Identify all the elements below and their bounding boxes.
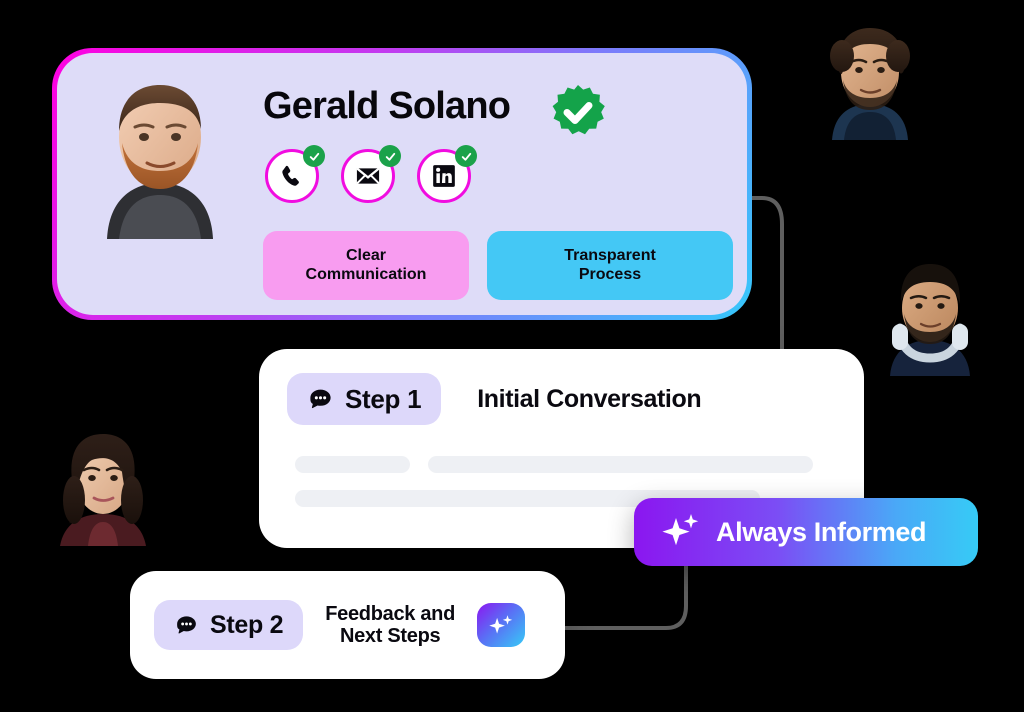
step1-badge[interactable]: Step 1 xyxy=(287,373,442,425)
chat-bubble-icon xyxy=(177,615,196,633)
step2-badge-label: Step 2 xyxy=(210,610,284,639)
step1-title: Initial Conversation xyxy=(477,384,702,413)
verified-check-icon xyxy=(379,145,401,167)
step2-sparkle-button[interactable] xyxy=(477,603,526,647)
step1-badge-label: Step 1 xyxy=(345,383,422,414)
avatar-left xyxy=(60,434,146,546)
profile-tags-group: Clear Communication Transparent Process xyxy=(263,231,733,300)
step2-card: Step 2 Feedback and Next Steps xyxy=(130,571,565,679)
sparkle-icon xyxy=(489,615,513,634)
step1-card: Step 1 Initial Conversation xyxy=(259,349,864,548)
skeleton-bar xyxy=(428,456,813,473)
tag-transparent-process[interactable]: Transparent Process xyxy=(487,231,733,300)
contact-email[interactable] xyxy=(341,145,401,203)
profile-card-inner: Gerald Solano xyxy=(57,53,747,315)
skeleton-row xyxy=(295,456,813,473)
profile-card: Gerald Solano xyxy=(52,48,752,320)
always-informed-label: Always Informed xyxy=(716,516,927,547)
contact-linkedin[interactable] xyxy=(417,145,477,203)
verified-check-icon xyxy=(455,145,477,167)
avatar-top-right xyxy=(830,28,910,140)
profile-name: Gerald Solano xyxy=(263,85,511,127)
profile-photo xyxy=(107,85,213,239)
phone-icon xyxy=(282,165,299,186)
sparkle-icon xyxy=(662,514,699,546)
skeleton-bar xyxy=(295,456,410,473)
step2-title: Feedback and Next Steps xyxy=(325,603,456,647)
contact-icons-group xyxy=(265,145,477,203)
always-informed-pill[interactable]: Always Informed xyxy=(634,498,978,566)
tag-clear-communication[interactable]: Clear Communication xyxy=(263,231,469,300)
linkedin-icon-circle[interactable] xyxy=(417,149,471,203)
verified-check-icon xyxy=(303,145,325,167)
email-icon-circle[interactable] xyxy=(341,149,395,203)
step1-header: Step 1 Initial Conversation xyxy=(287,373,702,425)
email-icon xyxy=(356,167,380,185)
linkedin-icon xyxy=(433,165,455,187)
contact-phone[interactable] xyxy=(265,145,325,203)
avatar-right xyxy=(890,264,970,376)
verified-check-badge-icon xyxy=(552,85,605,135)
step2-badge[interactable]: Step 2 xyxy=(154,600,304,650)
chat-bubble-icon xyxy=(310,389,331,408)
